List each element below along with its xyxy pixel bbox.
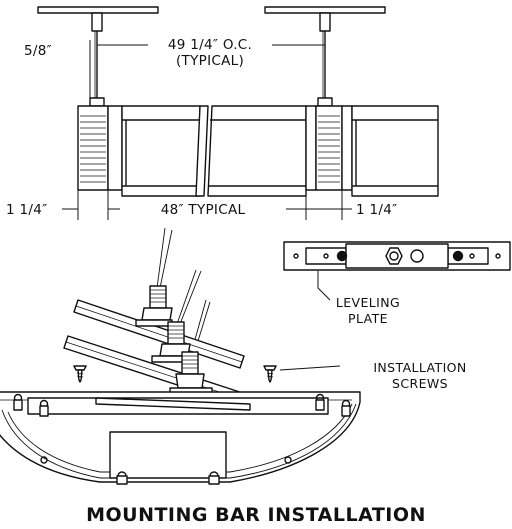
leveling-plate [283, 241, 511, 271]
fixture-run-elevation [77, 105, 439, 197]
housing-clip-left-icon [13, 393, 49, 417]
label-installation-screws-line1: INSTALLATION [373, 360, 466, 375]
installation-screw-right-icon [263, 365, 277, 383]
label-leveling-plate-line2: PLATE [348, 311, 388, 326]
diagram-title: MOUNTING BAR INSTALLATION [86, 504, 426, 526]
label-end-right: 1 1/4″ [356, 202, 397, 218]
housing-clip-bottom-icon [40, 456, 292, 485]
label-length-typical: 48″ TYPICAL [161, 202, 246, 218]
fixture-housing [0, 391, 361, 485]
leader-leveling [317, 271, 331, 301]
label-end-left: 1 1/4″ [6, 202, 47, 218]
label-oc-spacing: 49 1/4″ O.C. [168, 37, 252, 53]
leader-screws [279, 365, 341, 371]
label-leveling-plate-line1: LEVELING [336, 295, 400, 310]
label-oc-note: (TYPICAL) [176, 53, 244, 69]
installation-screw-left-icon [73, 365, 87, 383]
housing-clip-right-icon [315, 393, 351, 417]
dimension-lines [62, 40, 352, 220]
ceiling-canopy-right [264, 6, 386, 107]
label-installation-screws-line2: SCREWS [392, 376, 448, 391]
mounting-bar-upper [73, 285, 245, 369]
label-top-gap: 5/8″ [24, 43, 52, 59]
ceiling-canopy-left [37, 6, 159, 107]
